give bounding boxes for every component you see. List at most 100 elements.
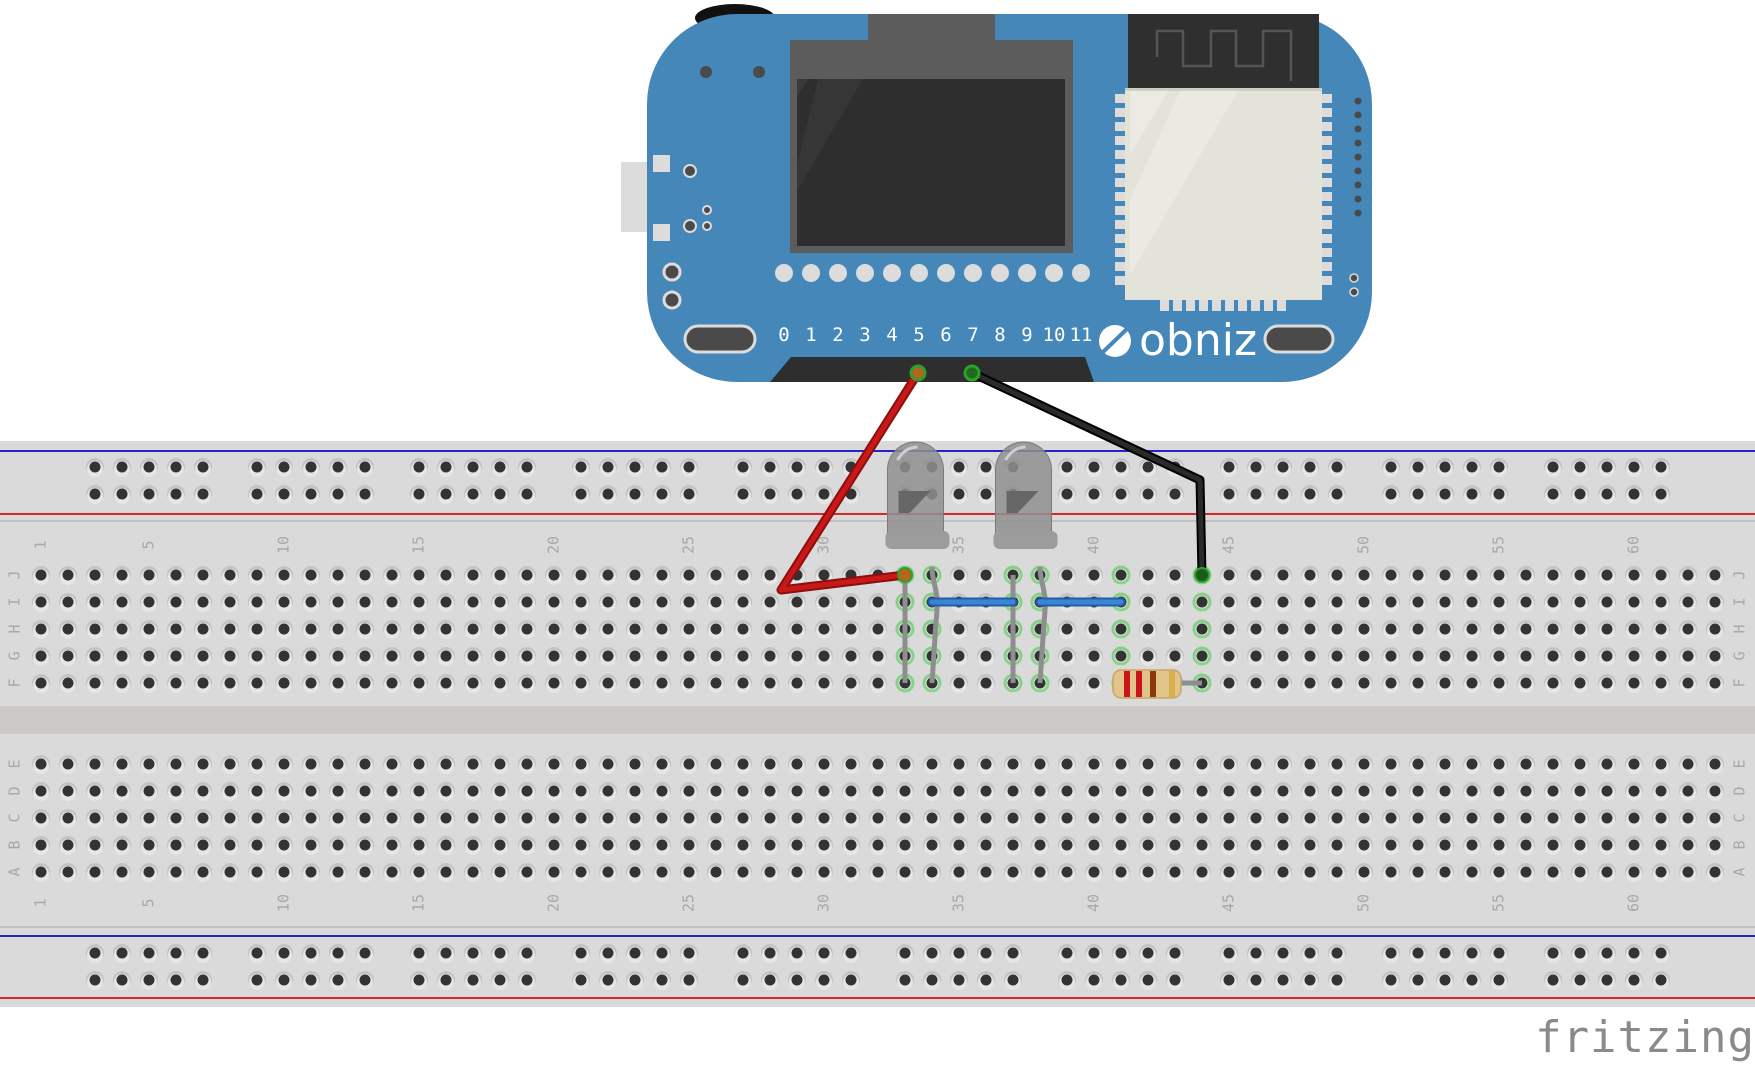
hole-I12[interactable] xyxy=(329,593,347,612)
hole-G49[interactable] xyxy=(1328,647,1346,666)
bottom-rail-hole[interactable] xyxy=(1571,944,1589,963)
top-rail-hole[interactable] xyxy=(815,485,833,504)
hole-D28[interactable] xyxy=(761,782,779,801)
hole-B46[interactable] xyxy=(1247,836,1265,855)
hole-G62[interactable] xyxy=(1679,647,1697,666)
hole-F28[interactable] xyxy=(761,674,779,693)
io-pad-7[interactable] xyxy=(964,264,982,282)
hole-B24[interactable] xyxy=(653,836,671,855)
hole-I47[interactable] xyxy=(1274,593,1292,612)
hole-C38[interactable] xyxy=(1031,809,1049,828)
bottom-rail-hole[interactable] xyxy=(1436,944,1454,963)
top-rail-hole[interactable] xyxy=(1490,485,1508,504)
hole-A24[interactable] xyxy=(653,863,671,882)
top-rail-hole[interactable] xyxy=(113,458,131,477)
hole-H47[interactable] xyxy=(1274,620,1292,639)
hole-C62[interactable] xyxy=(1679,809,1697,828)
hole-D36[interactable] xyxy=(977,782,995,801)
hole-H36[interactable] xyxy=(977,620,995,639)
hole-J42[interactable] xyxy=(1139,566,1157,585)
hole-E42[interactable] xyxy=(1139,755,1157,774)
hole-J47[interactable] xyxy=(1274,566,1292,585)
bottom-rail-hole[interactable] xyxy=(1139,971,1157,990)
top-rail-hole[interactable] xyxy=(491,485,509,504)
hole-D40[interactable] xyxy=(1085,782,1103,801)
hole-C26[interactable] xyxy=(707,809,725,828)
hole-F14[interactable] xyxy=(383,674,401,693)
bottom-rail-hole[interactable] xyxy=(761,971,779,990)
bottom-rail-hole[interactable] xyxy=(1652,944,1670,963)
hole-E49[interactable] xyxy=(1328,755,1346,774)
top-rail-hole[interactable] xyxy=(1301,485,1319,504)
bottom-rail-hole[interactable] xyxy=(1409,944,1427,963)
hole-E14[interactable] xyxy=(383,755,401,774)
hole-G2[interactable] xyxy=(59,647,77,666)
hole-D63[interactable] xyxy=(1706,782,1724,801)
hole-E31[interactable] xyxy=(842,755,860,774)
hole-B54[interactable] xyxy=(1463,836,1481,855)
hole-A22[interactable] xyxy=(599,863,617,882)
hole-G7[interactable] xyxy=(194,647,212,666)
bottom-rail-hole[interactable] xyxy=(1328,971,1346,990)
hole-G55[interactable] xyxy=(1490,647,1508,666)
hole-G36[interactable] xyxy=(977,647,995,666)
top-rail-hole[interactable] xyxy=(1328,485,1346,504)
hole-I2[interactable] xyxy=(59,593,77,612)
bottom-rail-hole[interactable] xyxy=(410,944,428,963)
hole-E28[interactable] xyxy=(761,755,779,774)
top-rail-hole[interactable] xyxy=(950,485,968,504)
hole-C57[interactable] xyxy=(1544,809,1562,828)
top-rail-hole[interactable] xyxy=(248,485,266,504)
hole-G35[interactable] xyxy=(950,647,968,666)
top-rail-hole[interactable] xyxy=(950,458,968,477)
hole-E50[interactable] xyxy=(1355,755,1373,774)
hole-J40[interactable] xyxy=(1085,566,1103,585)
hole-D62[interactable] xyxy=(1679,782,1697,801)
hole-E19[interactable] xyxy=(518,755,536,774)
top-rail-hole[interactable] xyxy=(761,485,779,504)
hole-F20[interactable] xyxy=(545,674,563,693)
hole-J3[interactable] xyxy=(86,566,104,585)
hole-J49[interactable] xyxy=(1328,566,1346,585)
hole-D59[interactable] xyxy=(1598,782,1616,801)
hole-I24[interactable] xyxy=(653,593,671,612)
hole-B19[interactable] xyxy=(518,836,536,855)
bottom-rail-hole[interactable] xyxy=(923,971,941,990)
top-rail-hole[interactable] xyxy=(1085,485,1103,504)
hole-J13[interactable] xyxy=(356,566,374,585)
top-rail-hole[interactable] xyxy=(1436,485,1454,504)
hole-J58[interactable] xyxy=(1571,566,1589,585)
hole-H3[interactable] xyxy=(86,620,104,639)
hole-D55[interactable] xyxy=(1490,782,1508,801)
bottom-rail-hole[interactable] xyxy=(761,944,779,963)
hole-C9[interactable] xyxy=(248,809,266,828)
hole-D14[interactable] xyxy=(383,782,401,801)
hole-D4[interactable] xyxy=(113,782,131,801)
hole-A3[interactable] xyxy=(86,863,104,882)
hole-I62[interactable] xyxy=(1679,593,1697,612)
hole-J19[interactable] xyxy=(518,566,536,585)
hole-B44[interactable] xyxy=(1193,836,1211,855)
hole-A55[interactable] xyxy=(1490,863,1508,882)
hole-A29[interactable] xyxy=(788,863,806,882)
top-rail-hole[interactable] xyxy=(977,458,995,477)
top-rail-hole[interactable] xyxy=(788,458,806,477)
bottom-rail-hole[interactable] xyxy=(491,971,509,990)
hole-F11[interactable] xyxy=(302,674,320,693)
hole-E54[interactable] xyxy=(1463,755,1481,774)
top-rail-hole[interactable] xyxy=(518,485,536,504)
hole-G12[interactable] xyxy=(329,647,347,666)
hole-J63[interactable] xyxy=(1706,566,1724,585)
hole-D34[interactable] xyxy=(923,782,941,801)
hole-B45[interactable] xyxy=(1220,836,1238,855)
top-rail-hole[interactable] xyxy=(1058,458,1076,477)
bottom-rail-hole[interactable] xyxy=(1220,944,1238,963)
hole-E33[interactable] xyxy=(896,755,914,774)
hole-I48[interactable] xyxy=(1301,593,1319,612)
top-rail-hole[interactable] xyxy=(1463,485,1481,504)
hole-B57[interactable] xyxy=(1544,836,1562,855)
hole-I4[interactable] xyxy=(113,593,131,612)
hole-I43[interactable] xyxy=(1166,593,1184,612)
bottom-rail-hole[interactable] xyxy=(437,944,455,963)
hole-B21[interactable] xyxy=(572,836,590,855)
